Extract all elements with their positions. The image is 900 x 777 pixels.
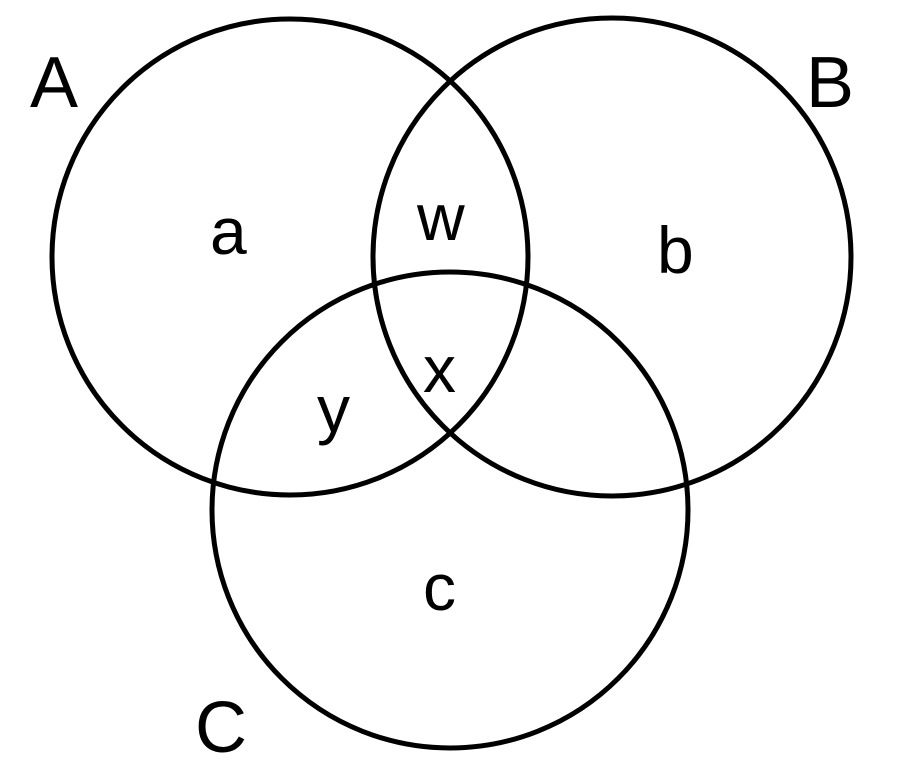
region-a-b-label: w bbox=[416, 180, 465, 254]
set-b-label: B bbox=[806, 43, 854, 123]
region-c-only-label: c bbox=[423, 550, 456, 624]
set-c-label: C bbox=[195, 688, 247, 768]
set-a-label: A bbox=[30, 43, 78, 123]
set-b-circle bbox=[370, 15, 854, 499]
set-a-circle bbox=[49, 16, 531, 498]
set-c-circle bbox=[209, 269, 691, 751]
region-b-only-label: b bbox=[657, 213, 694, 287]
region-all-three-label: x bbox=[423, 332, 456, 406]
region-a-c-label: y bbox=[317, 372, 350, 446]
region-a-only-label: a bbox=[210, 194, 247, 268]
